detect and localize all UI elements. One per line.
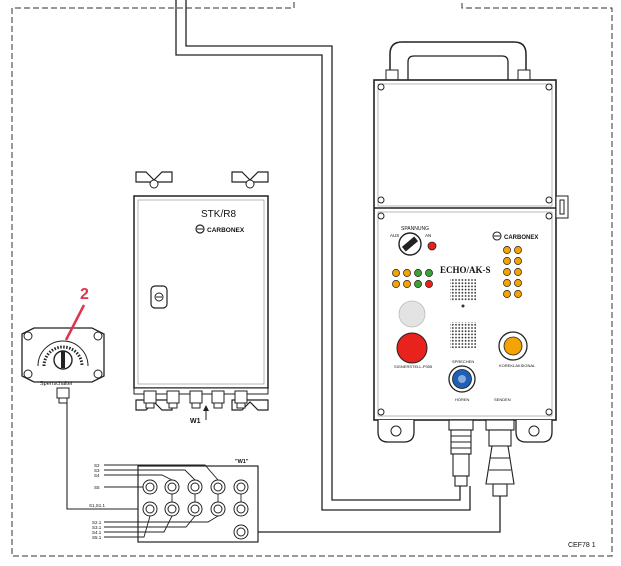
stk-box: STK/R8 CARBONEX W1 <box>133 171 269 425</box>
terminal-bottom-label: S2.1 <box>92 520 102 525</box>
terminal-top-label: S3 <box>94 468 100 473</box>
power-switch-off: AUS <box>390 233 399 238</box>
callout-number: 2 <box>80 286 89 303</box>
terminal-top-label: S5 <box>94 485 100 490</box>
speak-label: SPRECHEN <box>452 359 474 364</box>
power-lamp <box>427 241 437 251</box>
echo-box: SPANNUNG AUS AN ECHO/AK-S CARBONEX <box>373 41 569 497</box>
dashed-boundary <box>11 2 613 557</box>
speaker-grille-bottom <box>450 322 476 348</box>
switch-wire <box>66 403 140 510</box>
stk-box-title: STK/R8 <box>201 209 236 220</box>
listen-label: HÖREN <box>455 397 470 402</box>
echo-carbonex-logo-icon <box>492 231 502 241</box>
lock-switch: Sperrschalter <box>21 327 105 404</box>
send-label: SENDEN <box>494 397 511 402</box>
right-led-bank <box>503 246 522 298</box>
cable-outer <box>175 0 471 511</box>
terminal-mid-label: S1,S1.1 <box>89 503 106 508</box>
echo-box-title: ECHO/AK-S <box>440 265 491 275</box>
stk-cable-label: W1 <box>190 418 201 425</box>
stk-cable-glands <box>143 390 248 409</box>
terminal-top-label: S2 <box>94 463 100 468</box>
plug-cable <box>244 496 501 533</box>
horn-label: KOREKLAKSIGNAL <box>499 363 536 368</box>
emergency-label: SIGNERSTELL-P055 <box>394 364 433 369</box>
speaker-grille-top <box>450 279 476 301</box>
left-led-bank <box>392 269 433 288</box>
terminal-bottom-label: S5.1 <box>92 535 102 540</box>
carbonex-logo-icon <box>195 224 205 234</box>
figure-code: CEF78 1 <box>568 542 596 549</box>
terminal-bottom-label: S3.1 <box>92 525 102 530</box>
terminal-box-title: "W1" <box>235 459 249 465</box>
echo-connector-plug <box>485 419 515 497</box>
power-switch-label: SPANNUNG <box>401 226 429 232</box>
echo-cable-gland <box>448 419 474 487</box>
cable-inner <box>185 0 461 501</box>
callout-leader <box>64 304 86 341</box>
power-switch-on: AN <box>425 233 431 238</box>
terminal-bottom-label: S4.1 <box>92 530 102 535</box>
emergency-button[interactable] <box>396 332 428 364</box>
lock-switch-label: Sperrschalter <box>40 381 73 387</box>
terminal-box: "W1" <box>89 459 259 543</box>
stk-box-brand: CARBONEX <box>207 227 245 234</box>
terminal-top-label: S4 <box>94 473 100 478</box>
echo-box-brand: CARBONEX <box>504 235 538 241</box>
white-lamp <box>398 300 426 328</box>
